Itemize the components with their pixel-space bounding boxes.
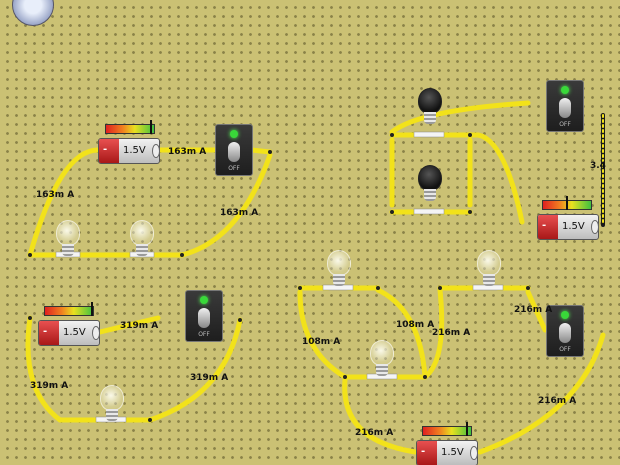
current-label: 163m A: [168, 147, 207, 157]
battery[interactable]: - 1.5V: [416, 440, 478, 465]
meter-needle: [566, 196, 568, 210]
switch-state: OFF: [559, 121, 571, 128]
light-bulb[interactable]: [325, 250, 353, 290]
current-label: 319m A: [30, 381, 69, 391]
battery-terminal: [152, 144, 160, 158]
wire[interactable]: [97, 315, 161, 335]
wire[interactable]: [342, 377, 418, 455]
battery-voltage: 1.5V: [63, 327, 86, 338]
wire[interactable]: [27, 147, 101, 258]
battery[interactable]: - 1.5V: [98, 138, 160, 164]
wire[interactable]: [475, 132, 525, 225]
battery-terminal: [591, 220, 599, 234]
switch-lever[interactable]: [559, 323, 571, 343]
current-label: 216m A: [355, 428, 394, 438]
current-label: 319m A: [120, 321, 159, 331]
battery-negative: -: [43, 326, 48, 337]
meter-needle: [150, 120, 152, 134]
toggle-switch[interactable]: OFF: [215, 124, 253, 176]
battery[interactable]: - 1.5V: [38, 320, 100, 346]
light-bulb[interactable]: [98, 385, 126, 425]
battery-negative: -: [103, 144, 108, 155]
battery-negative: -: [421, 446, 426, 457]
wire[interactable]: [422, 287, 445, 380]
current-label: 108m A: [302, 337, 341, 347]
circuit-3-wires: [25, 315, 243, 423]
wire[interactable]: [25, 315, 63, 423]
wire[interactable]: [477, 332, 606, 455]
light-bulb[interactable]: [368, 340, 396, 380]
battery[interactable]: - 1.5V: [537, 214, 599, 240]
meter-needle: [466, 422, 468, 436]
light-bulb-off[interactable]: [416, 88, 444, 128]
battery-voltage: 1.5V: [562, 221, 585, 232]
battery-meter: [105, 124, 155, 134]
battery-voltage: 1.5V: [123, 145, 146, 156]
light-bulb[interactable]: [475, 250, 503, 290]
toggle-switch[interactable]: OFF: [546, 305, 584, 357]
led-icon: [230, 130, 238, 138]
wire[interactable]: [375, 287, 428, 380]
current-label: 216m A: [538, 396, 577, 406]
battery-voltage: 1.5V: [441, 447, 464, 458]
light-bulb[interactable]: [128, 220, 156, 260]
switch-lever[interactable]: [559, 98, 571, 118]
battery-meter: [44, 306, 94, 316]
current-label: 163m A: [36, 190, 75, 200]
wire[interactable]: [389, 100, 531, 135]
battery-negative: -: [542, 220, 547, 231]
battery-terminal: [470, 446, 478, 460]
wire[interactable]: [249, 147, 273, 155]
circuit-1-wires: [27, 147, 273, 258]
current-label: 3.4: [590, 161, 606, 171]
switch-state: OFF: [228, 165, 240, 172]
toggle-switch[interactable]: OFF: [546, 80, 584, 132]
wire[interactable]: [525, 289, 548, 333]
led-icon: [561, 86, 569, 94]
light-bulb-off[interactable]: [416, 165, 444, 205]
wire[interactable]: [297, 289, 348, 380]
wire[interactable]: [147, 317, 243, 423]
light-bulb[interactable]: [54, 220, 82, 260]
toggle-switch[interactable]: OFF: [185, 290, 223, 342]
current-label: 108m A: [396, 320, 435, 330]
switch-state: OFF: [559, 346, 571, 353]
nodes: [28, 133, 530, 422]
switch-lever[interactable]: [198, 308, 210, 328]
battery-terminal: [92, 326, 100, 340]
switch-lever[interactable]: [228, 142, 240, 162]
meter-needle: [91, 302, 93, 316]
switch-state: OFF: [198, 331, 210, 338]
battery-meter: [422, 426, 472, 436]
current-label: 216m A: [514, 305, 553, 315]
circuit-2-wires: [389, 100, 531, 225]
led-icon: [561, 311, 569, 319]
current-label: 163m A: [220, 208, 259, 218]
led-icon: [200, 296, 208, 304]
current-label: 319m A: [190, 373, 229, 383]
current-label: 216m A: [432, 328, 471, 338]
wire[interactable]: [179, 152, 273, 258]
